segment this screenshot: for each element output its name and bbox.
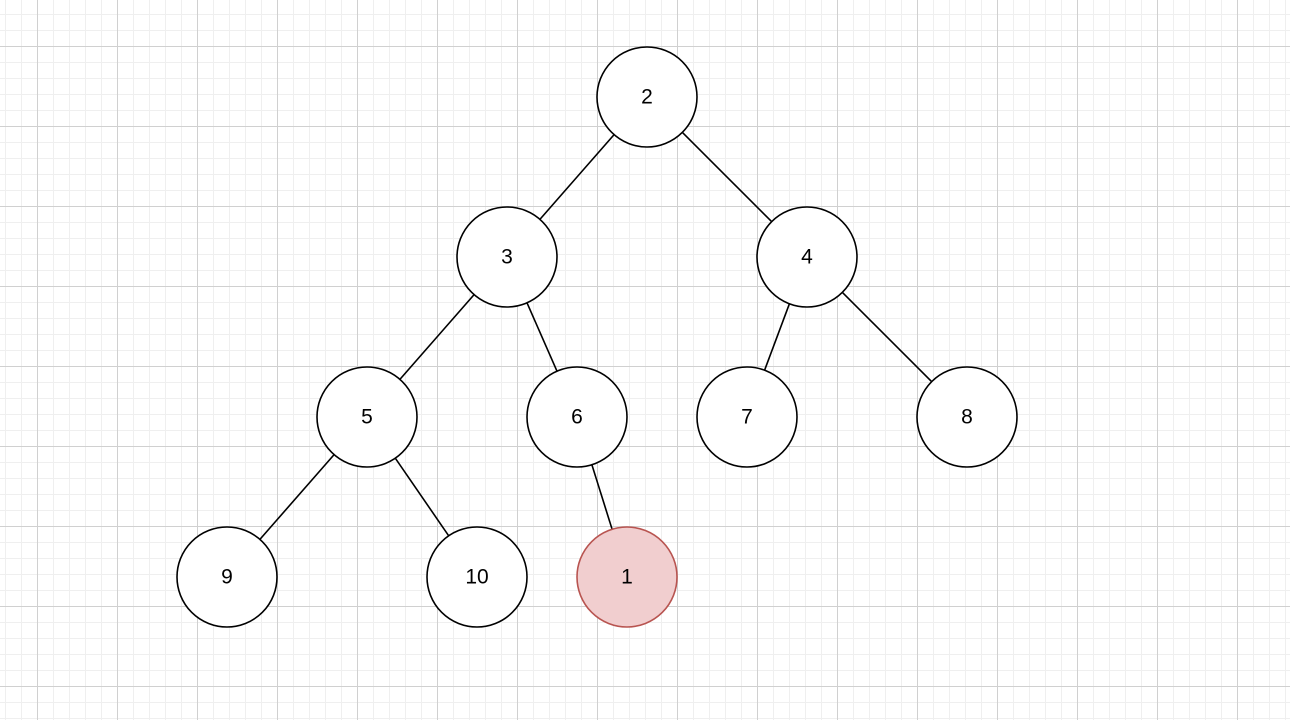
node-circle: [426, 526, 528, 628]
node-circle: [526, 366, 628, 468]
node-circle: [316, 366, 418, 468]
edge-n2-n3: [539, 134, 615, 220]
node-circle: [756, 206, 858, 308]
node-label: 9: [221, 566, 233, 589]
edge-n3-n5: [399, 294, 475, 380]
edge-n2-n4: [681, 131, 773, 223]
edge-n3-n6: [526, 302, 558, 372]
tree-node-9: 9: [176, 526, 278, 628]
tree-nodes: 2 3 4 5 6 7 8 9 10 1: [176, 46, 1018, 628]
edge-n5-n9: [259, 454, 335, 540]
tree-node-3: 3: [456, 206, 558, 308]
tree-node-7: 7: [696, 366, 798, 468]
node-label: 5: [361, 406, 373, 429]
edge-n6-n1: [591, 464, 613, 530]
node-circle: [916, 366, 1018, 468]
node-label: 3: [501, 246, 513, 269]
node-label: 6: [571, 406, 583, 429]
tree-node-4: 4: [756, 206, 858, 308]
node-circle: [456, 206, 558, 308]
edge-n5-n10: [394, 457, 450, 537]
tree-node-2: 2: [596, 46, 698, 148]
node-label: 7: [741, 406, 753, 429]
node-label: 2: [641, 86, 653, 109]
node-circle: [576, 526, 678, 628]
tree-node-5: 5: [316, 366, 418, 468]
node-label: 4: [801, 246, 813, 269]
tree-node-10: 10: [426, 526, 528, 628]
node-circle: [176, 526, 278, 628]
node-circle: [696, 366, 798, 468]
edge-n4-n8: [841, 291, 933, 383]
node-label: 8: [961, 406, 973, 429]
tree-node-8: 8: [916, 366, 1018, 468]
tree-node-6: 6: [526, 366, 628, 468]
node-label: 1: [621, 566, 633, 589]
tree-edges: [259, 131, 933, 540]
tree-node-1: 1: [576, 526, 678, 628]
node-label: 10: [465, 566, 488, 589]
node-circle: [596, 46, 698, 148]
edge-n4-n7: [763, 303, 791, 371]
